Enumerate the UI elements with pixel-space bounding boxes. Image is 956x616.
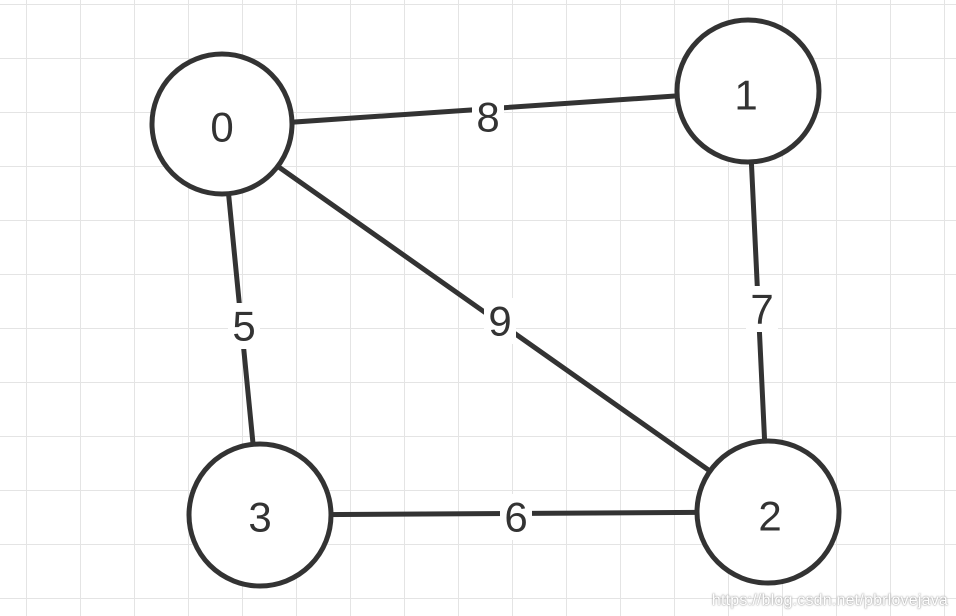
node-label-2: 2 (758, 493, 781, 540)
edge-weight-0-3: 5 (232, 303, 255, 350)
node-1: 1 (674, 17, 822, 165)
watermark: https://blog.csdn.net/pbrlovejava (711, 592, 948, 609)
edge-weight-3-2: 6 (504, 494, 527, 541)
node-0: 0 (149, 51, 295, 197)
edge-0-2: 9 (219, 124, 771, 515)
edge-3-2: 6 (257, 494, 771, 541)
edge-weight-0-1: 8 (476, 94, 499, 141)
node-label-3: 3 (248, 494, 271, 541)
node-label-0: 0 (210, 104, 233, 151)
edge-0-1: 8 (219, 88, 751, 141)
edge-weight-1-2: 7 (750, 286, 773, 333)
node-label-1: 1 (734, 72, 757, 119)
node-2: 2 (694, 438, 842, 586)
edge-weight-0-2: 9 (488, 298, 511, 345)
node-3: 3 (186, 441, 334, 589)
